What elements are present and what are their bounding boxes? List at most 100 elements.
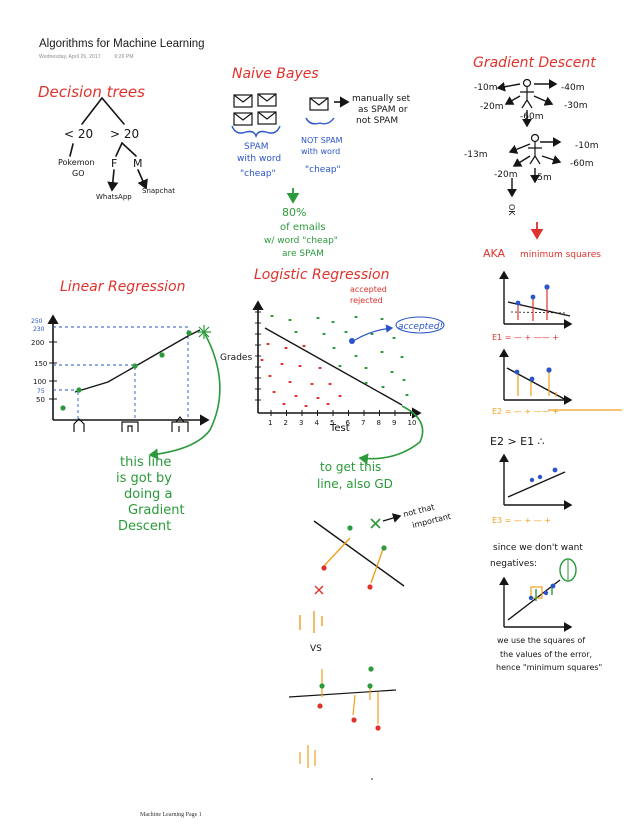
lr2-dot — [402, 379, 406, 381]
accepted-point — [349, 338, 355, 344]
orange-bars-2 — [299, 745, 316, 768]
decision-trees-section: Decision trees < 20 > 20 Pokemon GO F M … — [38, 83, 175, 201]
lr2-dot — [294, 395, 298, 397]
lr2-x-tick-label: 1 — [268, 419, 272, 427]
spam-brace — [231, 125, 281, 139]
gd-mid-label-1: -10m — [575, 141, 598, 151]
sketch-point — [351, 717, 357, 723]
gradient-descent-section: Gradient Descent -10m -40m -20m -30m -60… — [464, 55, 601, 260]
use-line-3: hence "minimum squares" — [496, 663, 602, 672]
lr-point — [186, 330, 192, 336]
gd-mid-label-3: -60m — [570, 159, 593, 169]
lr-points — [60, 330, 192, 411]
lr2-dot — [266, 343, 270, 345]
lr-point — [60, 405, 66, 411]
sketch-point — [319, 683, 325, 689]
tree-leaf-pokemon: Pokemon — [58, 158, 94, 167]
e3-label: E3 = — + — + — [492, 516, 551, 525]
page-time: 9:26 PM — [114, 54, 134, 60]
lr-note-1: this line — [120, 455, 171, 470]
gd-top-label-1: -10m — [474, 83, 497, 93]
page-footer: Machine Learning Page 1 — [140, 812, 202, 818]
ls-point — [537, 474, 543, 480]
accepted-rejected-2: rejected — [350, 296, 383, 305]
use-line-1: we use the squares of — [497, 636, 585, 645]
lr-note-4: Gradient — [128, 503, 185, 518]
lr2-dot — [302, 345, 306, 347]
lr2-dot — [332, 347, 336, 349]
gd-top-label-2: -40m — [561, 83, 584, 93]
lr2-dot — [322, 333, 326, 335]
sketch-point — [381, 545, 387, 551]
tree-node-m: M — [133, 157, 143, 170]
naive-bayes-section: Naive Bayes manually set as SPAM or not … — [231, 66, 411, 259]
lr-note-2: is got by — [116, 471, 172, 486]
lr2-dot — [288, 381, 292, 383]
lr2-dot — [272, 391, 276, 393]
spam-label-1: SPAM — [244, 142, 269, 152]
lr2-dot — [405, 394, 409, 396]
sketch-point — [368, 666, 374, 672]
lr2-dot — [392, 337, 396, 339]
accepted-label: accepted! — [398, 322, 443, 332]
tree-right-branch: > 20 — [110, 127, 139, 141]
ls-point — [514, 369, 520, 375]
lr-note-5: Descent — [118, 519, 171, 534]
lr-ytick-75: 75 — [37, 388, 45, 395]
lr2-dot — [316, 397, 320, 399]
manual-note-2: as SPAM or — [358, 105, 408, 115]
stick-figure-top — [520, 78, 534, 109]
lr-ytick-200: 200 — [31, 339, 44, 347]
lgr-note-2: line, also GD — [317, 477, 393, 491]
lr2-decision-line — [264, 327, 403, 406]
page-meta: Wednesday, April 26, 2017 9:26 PM — [39, 54, 146, 60]
gd-top-label-5: -60m — [520, 112, 543, 122]
lr2-x-tick-label: 10 — [408, 419, 417, 427]
sketch-point — [347, 525, 353, 531]
tree-leaf-snapchat: Snapchat — [142, 187, 175, 195]
spam-label-2: with word — [237, 154, 281, 164]
lr2-x-tick-label: 6 — [346, 419, 351, 427]
lr2-x-label: Test — [329, 423, 350, 434]
lr-point — [76, 387, 82, 393]
notspam-brace — [305, 117, 335, 125]
lr2-dot — [364, 367, 368, 369]
result-line-3: w/ word "cheap" — [264, 236, 338, 246]
stick-figure-mid — [528, 133, 542, 165]
use-line-2: the values of the error, — [500, 650, 592, 659]
lr2-scatter — [255, 311, 409, 407]
lr2-dot — [338, 365, 342, 367]
lr-ytick-230: 230 — [33, 326, 45, 333]
linear-regression-title: Linear Regression — [60, 279, 185, 295]
lr2-x-tick-label: 5 — [330, 419, 334, 427]
linear-regression-section: Linear Regression 200 150 100 50 250 230… — [31, 279, 221, 534]
lr2-x-tick-label: 7 — [361, 419, 365, 427]
lr2-x-tick-label: 3 — [299, 419, 303, 427]
lr-point — [159, 352, 165, 358]
naive-bayes-title: Naive Bayes — [232, 66, 319, 82]
lr2-dot — [316, 317, 320, 319]
lr2-dot — [338, 395, 342, 397]
least-squares-section: E1 = — + —— + E2 = — + —— + E2 > E1 ∴ E3… — [490, 270, 622, 672]
e1-label: E1 = — + —— + — [492, 333, 559, 342]
orange-bars-1 — [299, 611, 323, 633]
lr2-dot — [326, 403, 330, 405]
lr2-x-tick-label: 2 — [284, 419, 288, 427]
ls-point — [515, 300, 521, 306]
lr2-dot — [284, 347, 288, 349]
result-line-4: are SPAM — [282, 249, 324, 259]
lr2-dot — [288, 319, 292, 321]
lgr-note-1: to get this — [320, 460, 381, 474]
lr2-dot — [282, 403, 286, 405]
lr-fit-line — [74, 329, 201, 393]
gd-top-label-4: -30m — [564, 101, 587, 111]
lr2-dot — [298, 365, 302, 367]
page-date: Wednesday, April 26, 2017 — [39, 54, 101, 60]
gradient-descent-title: Gradient Descent — [473, 55, 596, 71]
house-icons — [73, 416, 189, 432]
ls-point — [529, 477, 535, 483]
sketch-point — [375, 725, 381, 731]
lr2-dot — [331, 321, 335, 323]
lr-star-icon — [197, 325, 211, 339]
